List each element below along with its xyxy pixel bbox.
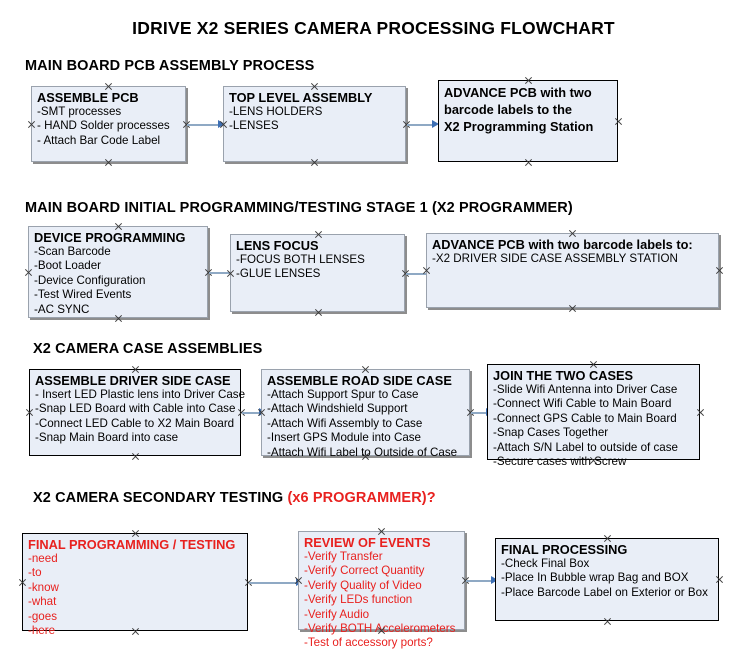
node-line-overflow: -Test of accessory ports? [304,636,433,650]
node-line: -Test Wired Events [34,288,132,302]
node-assemble-road-side-case[interactable]: ASSEMBLE ROAD SIDE CASE -Attach Support … [261,369,470,459]
node-title: ADVANCE PCB with two barcode labels to: [432,237,693,252]
node-title: FINAL PROCESSING [501,542,628,557]
node-line: -GLUE LENSES [236,267,321,281]
arrow-connector [249,578,303,587]
node-line: -Check Final Box [501,557,590,570]
node-line: -Verify BOTH Accelerometers [304,622,456,636]
node-title: ADVANCE PCB with two [444,85,592,100]
node-line: - HAND Solder processes [37,119,170,133]
node-assemble-pcb[interactable]: ASSEMBLE PCB -SMT processes - HAND Solde… [31,86,186,162]
node-title: ASSEMBLE DRIVER SIDE CASE [35,373,231,388]
node-line: -Verify Audio [304,607,370,621]
node-line: - Insert LED Plastic lens into Driver Ca… [35,388,246,401]
node-assemble-driver-side-case[interactable]: ASSEMBLE DRIVER SIDE CASE - Insert LED P… [29,369,246,456]
arrow-connector [407,120,439,129]
node-line: -know [28,580,59,594]
node-join-the-two-cases[interactable]: JOIN THE TWO CASES -Slide Wifi Antenna i… [487,364,700,468]
node-line: -Verify Quality of Video [304,578,422,592]
node-line: -Snap Cases Together [493,426,609,440]
node-line: - Attach Bar Code Label [37,133,161,147]
node-line: -Connect LED Cable to X2 Main Board [35,416,235,430]
node-line: -Boot Loader [34,259,102,273]
node-line: -AC SYNC [34,302,90,316]
node-line: -goes [28,609,58,623]
node-review-of-events[interactable]: REVIEW OF EVENTS -Verify Transfer -Verif… [298,531,465,649]
node-line: -Slide Wifi Antenna into Driver Case [493,383,678,396]
section-heading-text: X2 CAMERA SECONDARY TESTING [33,490,288,506]
section-heading-text: MAIN BOARD PCB ASSEMBLY PROCESS [25,58,315,74]
node-line: -X2 DRIVER SIDE CASE ASSEMBLY STATION [432,252,678,265]
page-title: IDRIVE X2 SERIES CAMERA PROCESSING FLOWC… [132,18,615,38]
section-heading-x2-camera-case-assemblies: X2 CAMERA CASE ASSEMBLIES [33,341,262,357]
node-final-processing[interactable]: FINAL PROCESSING -Check Final Box -Place… [495,538,719,621]
node-title: TOP LEVEL ASSEMBLY [229,90,373,105]
node-title: FINAL PROGRAMMING / TESTING [28,537,236,552]
node-line: -Place Barcode Label on Exterior or Box [501,585,708,599]
node-line: -here [28,624,56,638]
node-line: -Device Configuration [34,273,146,287]
node-line: -Attach Wifi Label to Outside of Case [267,445,458,459]
node-title: ASSEMBLE ROAD SIDE CASE [267,373,452,388]
node-line: -Scan Barcode [34,245,111,258]
node-line: -Attach S/N Label to outside of case [493,440,678,454]
node-line: -Connect GPS Cable to Main Board [493,411,677,425]
node-line: -SMT processes [37,105,122,118]
node-line: -Attach Windshield Support [267,402,408,416]
node-advance-pcb-driver-side-station[interactable]: ADVANCE PCB with two barcode labels to: … [426,233,719,308]
node-final-programming-testing[interactable]: FINAL PROGRAMMING / TESTING -need -to -k… [22,533,248,637]
node-title: REVIEW OF EVENTS [304,535,431,550]
section-heading-main-board-initial-programming: MAIN BOARD INITIAL PROGRAMMING/TESTING S… [25,200,573,216]
node-title: DEVICE PROGRAMMING [34,230,186,245]
node-title: LENS FOCUS [236,238,319,253]
node-advance-pcb-programming-station[interactable]: ADVANCE PCB with two barcode labels to t… [438,80,618,162]
node-line: -Attach Wifi Assembly to Case [267,416,423,430]
node-line: -Insert GPS Module into Case [267,431,422,445]
node-device-programming[interactable]: DEVICE PROGRAMMING -Scan Barcode -Boot L… [28,226,208,318]
node-line: -Verify Correct Quantity [304,564,425,578]
section-heading-text: MAIN BOARD INITIAL PROGRAMMING/TESTING S… [25,200,573,216]
node-line: -Verify LEDs function [304,593,413,607]
arrow-connector [466,576,498,585]
node-lens-focus[interactable]: LENS FOCUS -FOCUS BOTH LENSES -GLUE LENS… [230,234,405,312]
section-heading-text: X2 CAMERA CASE ASSEMBLIES [33,341,263,357]
node-line: -what [28,595,57,609]
node-title: JOIN THE TWO CASES [493,368,634,383]
node-line: -Connect Wifi Cable to Main Board [493,397,672,411]
node-title: X2 Programming Station [444,119,594,134]
node-title: ASSEMBLE PCB [37,90,139,105]
node-title: barcode labels to the [444,102,573,117]
node-line: -LENSES [229,119,279,133]
node-line: -Place In Bubble wrap Bag and BOX [501,571,689,585]
node-line: -FOCUS BOTH LENSES [236,253,365,266]
node-line: -LENS HOLDERS [229,105,323,118]
node-line: -Snap Main Board into case [35,431,179,445]
node-line: -need [28,552,58,565]
section-heading-red-note: (x6 PROGRAMMER)? [287,490,436,506]
node-line: -Snap LED Board with Cable into Case [35,402,236,416]
section-heading-main-board-pcb-assembly: MAIN BOARD PCB ASSEMBLY PROCESS [25,58,314,74]
node-line: -to [28,566,42,580]
node-line: -Attach Support Spur to Case [267,388,419,401]
node-top-level-assembly[interactable]: TOP LEVEL ASSEMBLY -LENS HOLDERS -LENSES [223,86,406,162]
section-heading-x2-camera-secondary-testing: X2 CAMERA SECONDARY TESTING (x6 PROGRAMM… [33,490,436,506]
node-line: -Verify Transfer [304,550,383,563]
node-line: -Secure cases with Screw [493,455,627,469]
arrow-connector [187,120,225,129]
